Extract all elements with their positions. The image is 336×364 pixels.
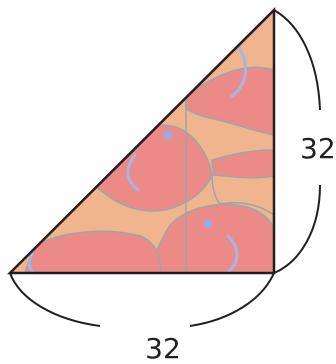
fin-stroke bbox=[27, 252, 36, 273]
vertical-side-label: 32 bbox=[300, 132, 336, 165]
fish-eye bbox=[163, 130, 173, 140]
fish-shape bbox=[185, 66, 274, 136]
fin-stroke bbox=[226, 234, 239, 273]
right-triangle bbox=[6, 6, 276, 275]
fish-shape bbox=[211, 174, 274, 217]
fish-eye bbox=[203, 219, 213, 229]
fin-stroke bbox=[230, 43, 247, 98]
horizontal-dimension-brace bbox=[9, 272, 275, 327]
vertical-dimension-brace bbox=[273, 9, 321, 274]
fin-stroke bbox=[126, 153, 140, 192]
horizontal-side-label: 32 bbox=[145, 332, 181, 364]
